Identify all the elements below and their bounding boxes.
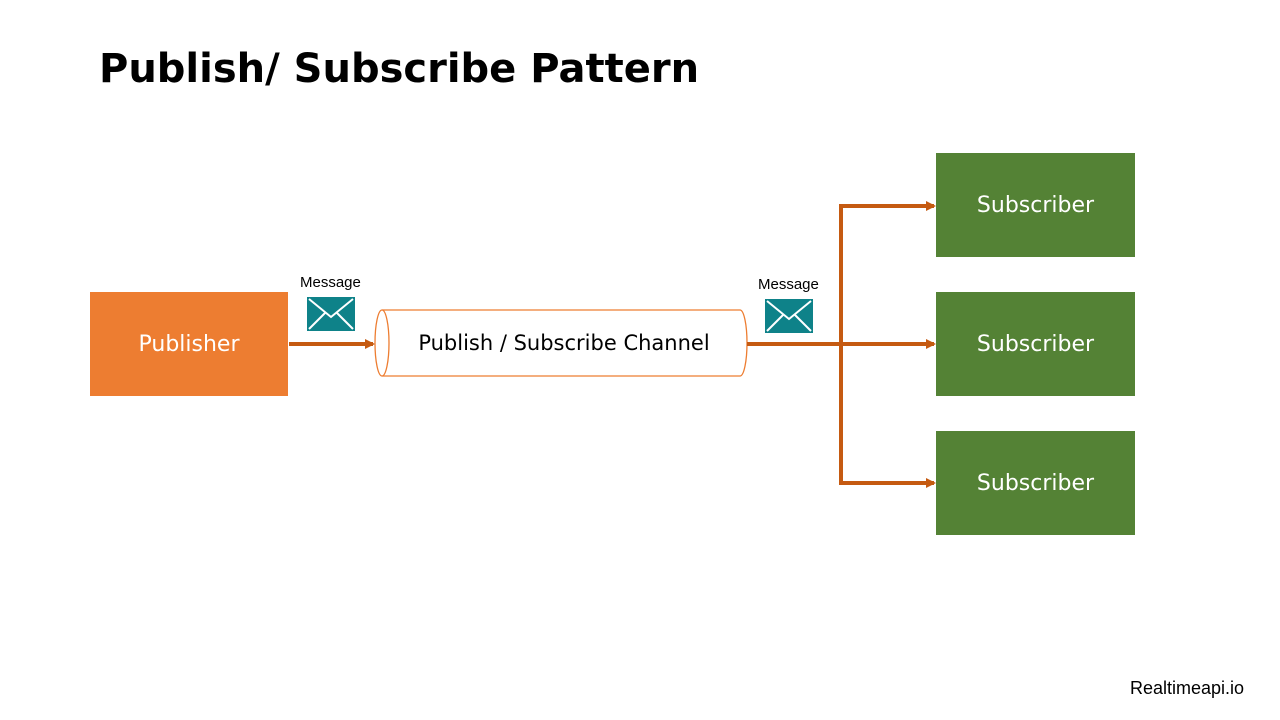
message-label: Message bbox=[300, 274, 361, 291]
subscriber-label: Subscriber bbox=[976, 192, 1095, 218]
subscriber-label: Subscriber bbox=[976, 331, 1095, 357]
page-title: Publish/ Subscribe Pattern bbox=[99, 46, 700, 92]
message-label: Message bbox=[758, 276, 819, 293]
envelope-icon bbox=[765, 299, 813, 333]
subscriber-box: Subscriber bbox=[936, 153, 1135, 257]
envelope-icon bbox=[307, 297, 355, 331]
subscriber-label: Subscriber bbox=[976, 470, 1095, 496]
subscriber-box: Subscriber bbox=[936, 431, 1135, 535]
channel-label: Publish / Subscribe Channel bbox=[418, 331, 710, 355]
footer-brand: Realtimeapi.io bbox=[1130, 678, 1245, 698]
subscriber-box: Subscriber bbox=[936, 292, 1135, 396]
publisher-box: Publisher bbox=[90, 292, 288, 396]
publisher-label: Publisher bbox=[138, 331, 240, 357]
